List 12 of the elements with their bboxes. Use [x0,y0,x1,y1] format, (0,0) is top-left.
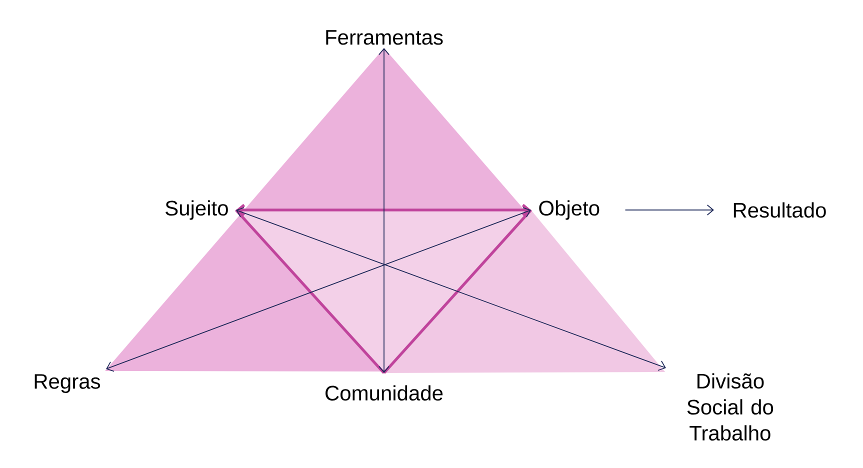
vertex-label: Regras [34,374,100,393]
vertex-label: Ferramentas [326,30,443,45]
arrow [236,204,531,216]
arrow [106,207,531,372]
arrow [236,207,666,371]
vertex-label: Divisão Social do Trabalho [687,373,774,441]
vertex-label: Comunidade [326,385,443,401]
arrow [378,48,390,373]
vertex-label: Sujeito [166,200,228,220]
vertex-label: Resultado [734,202,826,218]
vertex-label: Objeto [539,200,600,220]
arrow [624,204,714,216]
